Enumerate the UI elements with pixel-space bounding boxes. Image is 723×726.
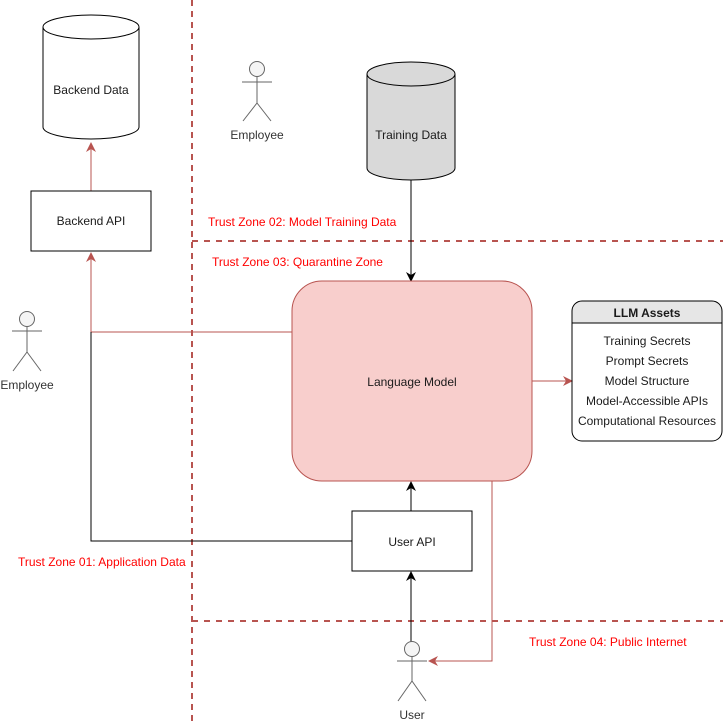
actor-label: Employee xyxy=(230,128,284,142)
training-data-label: Training Data xyxy=(375,128,447,142)
backend-api-label: Backend API xyxy=(57,214,126,228)
llm-asset-item: Training Secrets xyxy=(604,334,691,348)
user-api-box xyxy=(351,510,473,572)
backend-api-box xyxy=(30,190,152,252)
training-data-cylinder xyxy=(366,74,456,181)
actor-employee-top[interactable]: Employee xyxy=(230,61,284,143)
actor-label: Employee xyxy=(0,378,54,392)
llm-assets-header xyxy=(572,301,722,323)
llm-asset-item: Model Structure xyxy=(605,374,690,388)
user-api-node[interactable]: User API xyxy=(351,510,473,572)
language-model-box xyxy=(291,280,533,482)
training-data-store[interactable]: Training Data xyxy=(366,61,456,181)
llm-asset-item: Computational Resources xyxy=(578,414,716,428)
llm-asset-item: Prompt Secrets xyxy=(606,354,689,368)
language-model-label: Language Model xyxy=(367,375,456,389)
edges xyxy=(86,142,573,666)
person-icon xyxy=(12,311,42,372)
llm-assets-title: LLM Assets xyxy=(614,306,681,320)
edge-model-to-user xyxy=(428,481,493,666)
zone-label-04: Trust Zone 04: Public Internet xyxy=(529,635,687,649)
zone-label-03: Trust Zone 03: Quarantine Zone xyxy=(212,255,383,269)
actor-employee-left[interactable]: Employee xyxy=(0,311,54,393)
actor-label: User xyxy=(399,708,424,722)
person-icon xyxy=(397,641,427,702)
llm-assets-border xyxy=(571,300,723,442)
user-api-label: User API xyxy=(388,535,435,549)
language-model-node[interactable]: Language Model xyxy=(291,280,533,482)
backend-data-label: Backend Data xyxy=(53,83,129,97)
backend-data-store[interactable]: Backend Data xyxy=(42,14,140,140)
actor-user[interactable]: User xyxy=(397,641,427,723)
training-data-cylinder-top xyxy=(366,61,456,87)
backend-data-cylinder-top xyxy=(42,14,140,40)
trust-zone-boundaries xyxy=(191,0,723,726)
llm-asset-item: Model-Accessible APIs xyxy=(586,394,708,408)
edge-user-api-to-backend-api xyxy=(90,332,352,542)
zone-label-02: Trust Zone 02: Model Training Data xyxy=(208,215,397,229)
person-icon xyxy=(242,61,272,122)
backend-api-node[interactable]: Backend API xyxy=(30,190,152,252)
backend-data-cylinder xyxy=(42,27,140,140)
llm-assets-panel[interactable]: LLM Assets Training Secrets Prompt Secre… xyxy=(571,300,723,442)
zone-label-01: Trust Zone 01: Application Data xyxy=(18,555,186,569)
